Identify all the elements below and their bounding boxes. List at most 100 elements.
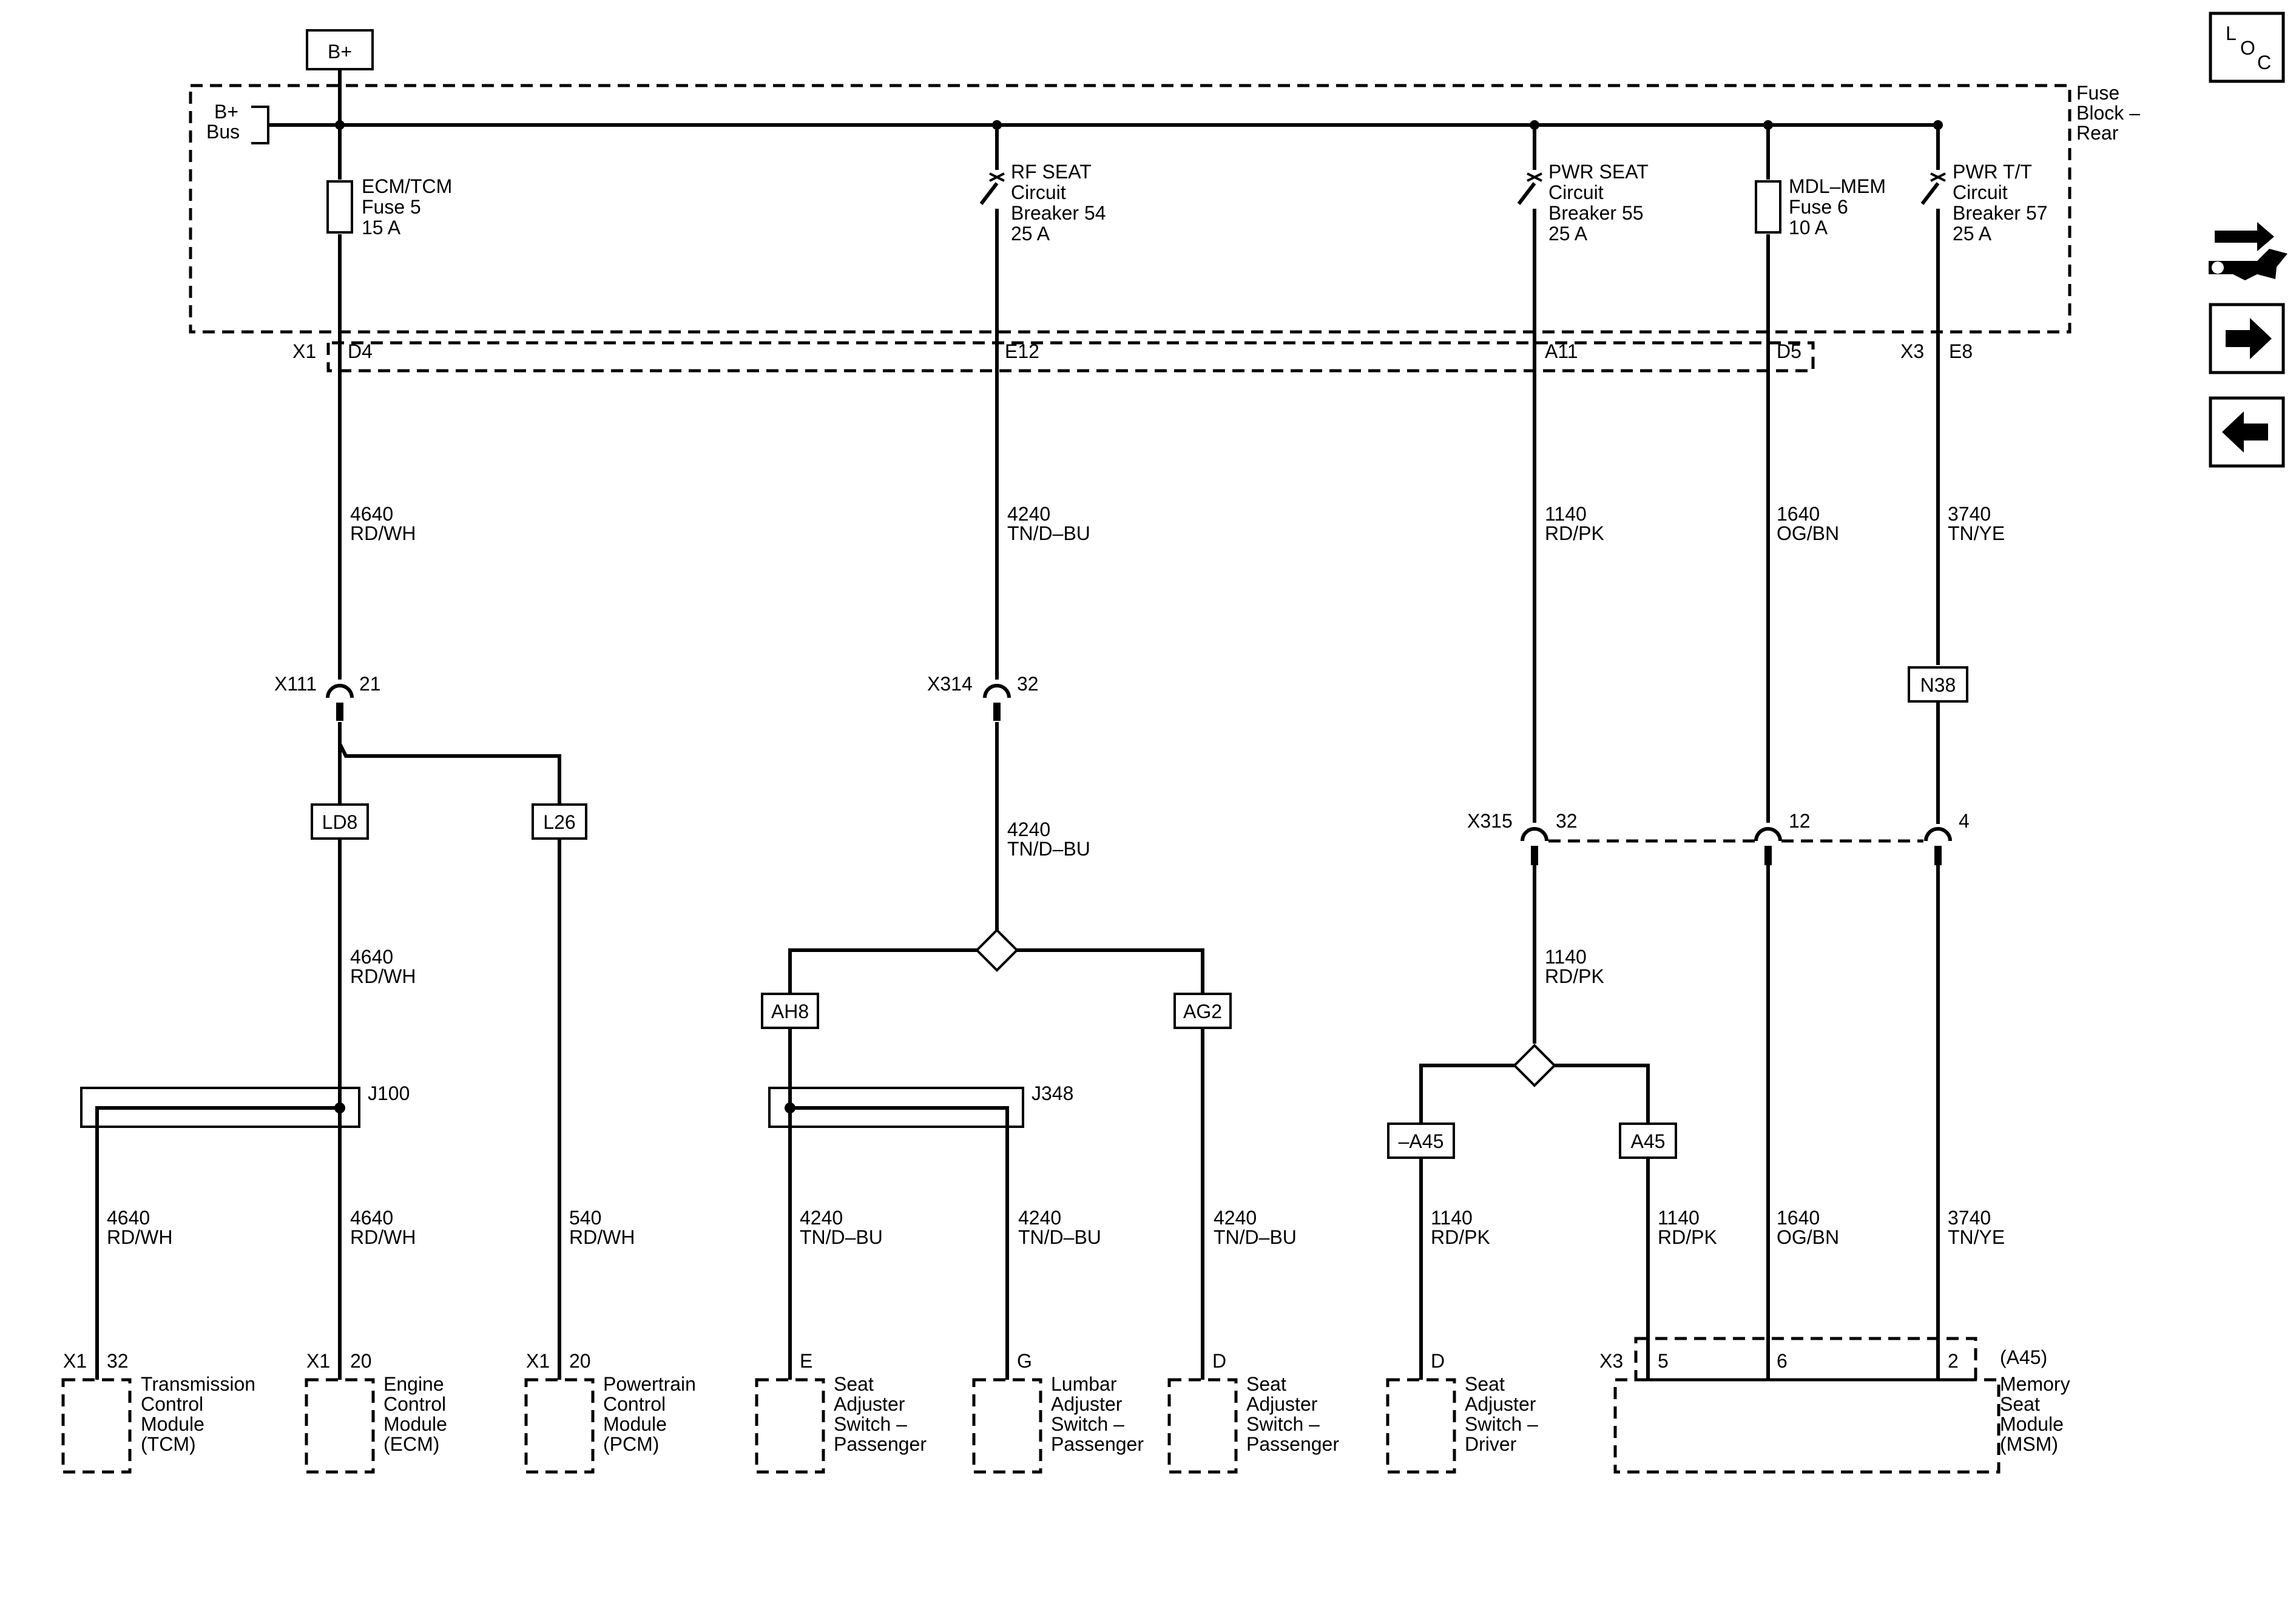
svg-text:N38: N38 xyxy=(1920,674,1956,696)
svg-text:Module: Module xyxy=(603,1413,667,1435)
wire-label-1140-driver: 1140 RD/PK xyxy=(1431,1207,1490,1248)
svg-text:1140: 1140 xyxy=(1658,1207,1700,1229)
svg-text:D: D xyxy=(1431,1350,1445,1372)
svg-text:D5: D5 xyxy=(1777,340,1801,362)
svg-text:RD/PK: RD/PK xyxy=(1545,965,1604,987)
svg-text:AH8: AH8 xyxy=(771,1001,809,1022)
circuit-breaker-rf-seat-icon xyxy=(979,125,1005,933)
wire-label-4240-upper: 4240 TN/D–BU xyxy=(1007,503,1090,544)
option-a45: A45 xyxy=(1619,1122,1677,1159)
svg-text:25 A: 25 A xyxy=(1548,223,1588,245)
svg-text:X1: X1 xyxy=(306,1350,330,1372)
circuit-breaker-pwr-seat-icon xyxy=(1517,125,1542,824)
svg-text:X315: X315 xyxy=(1467,810,1513,832)
svg-text:X1: X1 xyxy=(526,1350,550,1372)
splice-j100: J100 xyxy=(80,1082,410,1380)
next-button[interactable] xyxy=(2209,303,2285,374)
svg-text:12: 12 xyxy=(1789,810,1811,832)
option-ag2: AG2 xyxy=(1173,993,1232,1029)
svg-text:Seat: Seat xyxy=(1246,1373,1286,1395)
wire-label-1140-msm: 1140 RD/PK xyxy=(1658,1207,1717,1248)
svg-text:Circuit: Circuit xyxy=(1011,181,1066,203)
svg-text:(A45): (A45) xyxy=(2000,1346,2047,1368)
svg-text:3740: 3740 xyxy=(1948,503,1991,525)
svg-text:RD/PK: RD/PK xyxy=(1431,1226,1490,1248)
svg-text:Memory: Memory xyxy=(2000,1373,2070,1395)
loc-button[interactable]: L O C xyxy=(2209,12,2285,83)
svg-text:Seat: Seat xyxy=(1465,1373,1505,1395)
wire-label-4240-d: 4240 TN/D–BU xyxy=(1214,1207,1297,1248)
svg-text:15 A: 15 A xyxy=(362,217,401,238)
svg-text:B+: B+ xyxy=(214,101,238,123)
svg-text:Fuse: Fuse xyxy=(2076,82,2119,104)
fuse-block-label: Fuse Block – Rear xyxy=(2076,82,2140,144)
svg-text:Passenger: Passenger xyxy=(834,1433,927,1455)
svg-text:TN/YE: TN/YE xyxy=(1948,1226,2005,1248)
svg-text:6: 6 xyxy=(1777,1350,1788,1372)
wire-label-1640-upper: 1640 OG/BN xyxy=(1777,503,1839,544)
svg-text:X1: X1 xyxy=(63,1350,87,1372)
svg-text:Control: Control xyxy=(141,1393,203,1415)
wire-label-3740-upper: 3740 TN/YE xyxy=(1948,503,2005,544)
svg-text:Switch –: Switch – xyxy=(1246,1413,1320,1435)
svg-text:4240: 4240 xyxy=(1007,819,1050,840)
svg-text:Circuit: Circuit xyxy=(1548,181,1604,203)
svg-text:10 A: 10 A xyxy=(1789,217,1828,238)
module-seat-adjuster-driver: D Seat Adjuster Switch – Driver xyxy=(1386,1350,1538,1474)
svg-text:Breaker 55: Breaker 55 xyxy=(1548,202,1644,224)
previous-button[interactable] xyxy=(2209,396,2285,468)
option-not-a45: –A45 xyxy=(1387,1122,1455,1159)
svg-text:25 A: 25 A xyxy=(1011,223,1050,245)
arrow-left-icon xyxy=(2222,411,2268,453)
svg-text:PWR T/T: PWR T/T xyxy=(1953,161,2032,183)
svg-text:PWR SEAT: PWR SEAT xyxy=(1548,161,1649,183)
svg-text:2: 2 xyxy=(1948,1350,1959,1372)
module-tcm: X1 32 Transmission Control Module (TCM) xyxy=(61,1350,255,1474)
svg-text:C: C xyxy=(2257,52,2271,73)
battery-b-plus: B+ xyxy=(306,29,374,70)
svg-text:4240: 4240 xyxy=(1214,1207,1257,1229)
svg-text:32: 32 xyxy=(107,1350,129,1372)
fuse-mdl-mem-icon xyxy=(1755,180,1781,234)
splice-j348: J348 xyxy=(768,1082,1073,1380)
svg-text:Circuit: Circuit xyxy=(1953,181,2008,203)
fuse-ecm-tcm-icon xyxy=(326,180,353,234)
wire-label-4240-e: 4240 TN/D–BU xyxy=(800,1207,883,1248)
svg-text:Module: Module xyxy=(141,1413,204,1435)
option-l26: L26 xyxy=(532,803,587,840)
svg-text:RD/PK: RD/PK xyxy=(1545,522,1604,544)
loc-icon: L O C xyxy=(2226,22,2271,73)
svg-text:RD/WH: RD/WH xyxy=(569,1226,635,1248)
module-seat-adjuster-passenger-e: E Seat Adjuster Switch – Passenger xyxy=(755,1350,927,1474)
svg-text:TN/D–BU: TN/D–BU xyxy=(1214,1226,1297,1248)
svg-text:D4: D4 xyxy=(348,340,373,362)
svg-text:Rear: Rear xyxy=(2076,122,2119,144)
wire-label-540-pcm: 540 RD/WH xyxy=(569,1207,635,1248)
svg-text:4640: 4640 xyxy=(350,1207,393,1229)
option-ld8: LD8 xyxy=(311,803,369,840)
option-n38: N38 xyxy=(1908,666,1968,703)
svg-text:Breaker 57: Breaker 57 xyxy=(1953,202,2048,224)
wire-label-4640-ecm: 4640 RD/WH xyxy=(350,1207,416,1248)
svg-text:RD/WH: RD/WH xyxy=(350,1226,416,1248)
connector-x1-top: X1 D4 E12 A11 D5 X3 E8 xyxy=(292,340,1973,373)
svg-text:OG/BN: OG/BN xyxy=(1777,522,1839,544)
svg-text:O: O xyxy=(2240,37,2255,59)
svg-text:D: D xyxy=(1212,1350,1226,1372)
svg-text:1140: 1140 xyxy=(1545,946,1587,968)
wire-label-1640-msm: 1640 OG/BN xyxy=(1777,1207,1839,1248)
svg-text:Module: Module xyxy=(2000,1413,2064,1435)
svg-text:Breaker 54: Breaker 54 xyxy=(1011,202,1106,224)
svg-text:MDL–MEM: MDL–MEM xyxy=(1789,175,1886,197)
diagnostic-button[interactable] xyxy=(2209,222,2288,280)
fuse-block-outline xyxy=(189,84,2071,334)
module-ecm: X1 20 Engine Control Module (ECM) xyxy=(305,1350,447,1474)
svg-text:Fuse 5: Fuse 5 xyxy=(362,196,421,218)
svg-text:X1: X1 xyxy=(292,340,316,362)
svg-text:Block –: Block – xyxy=(2076,102,2140,124)
svg-text:X111: X111 xyxy=(274,673,317,695)
svg-text:4240: 4240 xyxy=(1007,503,1050,525)
svg-text:Module: Module xyxy=(383,1413,447,1435)
svg-text:A45: A45 xyxy=(1631,1130,1666,1152)
